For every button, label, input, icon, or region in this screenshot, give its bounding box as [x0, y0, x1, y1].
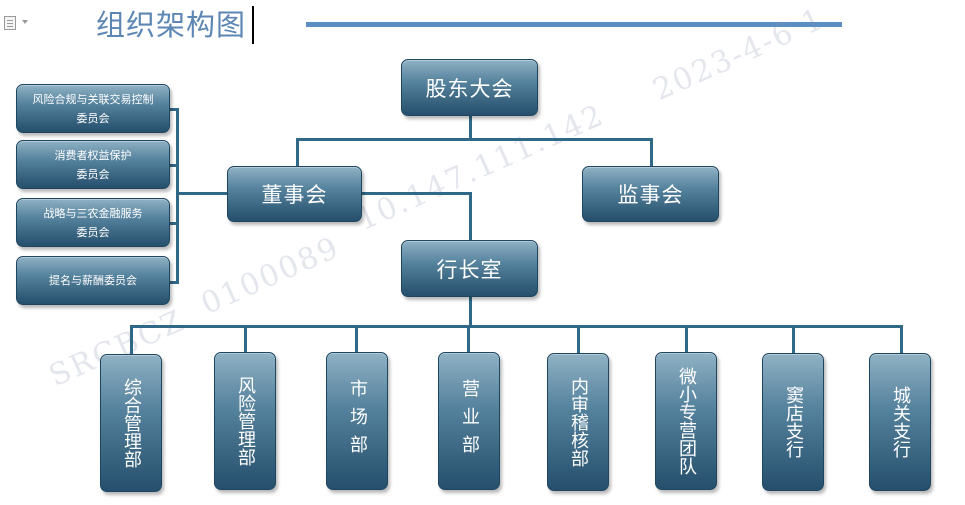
watermark-ip: 10.147.111.142	[352, 97, 610, 238]
node-supervisors: 监事会	[582, 166, 719, 222]
committee-name-line2: 委员会	[76, 167, 110, 181]
node-department: 市场部	[326, 352, 388, 490]
connector-to-board	[296, 138, 299, 168]
committee-name-line2: 委员会	[76, 225, 110, 239]
node-committee: 风险合规与关联交易控制 委员会	[16, 84, 170, 133]
connector-committee-2	[168, 164, 179, 167]
connector-top-bar	[296, 138, 652, 141]
connector-dept-7	[792, 325, 795, 355]
node-department: 微小专营团队	[655, 352, 717, 490]
connector-committee-spine	[176, 108, 179, 284]
node-department: 内审稽核部	[547, 353, 609, 491]
committee-name-line1: 战略与三农金融服务	[43, 206, 143, 220]
connector-dept-8	[900, 325, 903, 355]
node-committee: 消费者权益保护 委员会	[16, 140, 170, 189]
connector-to-president	[469, 192, 472, 240]
committee-name-line1: 风险合规与关联交易控制	[32, 92, 154, 106]
connector-president-down	[469, 296, 472, 327]
connector-committee-4	[168, 281, 179, 284]
node-board: 董事会	[227, 166, 362, 222]
watermark-date: 2023-4-6 1	[648, 1, 830, 108]
node-committee: 战略与三农金融服务 委员会	[16, 198, 170, 247]
connector-committees-to-board	[176, 192, 230, 195]
committee-name-line1: 提名与薪酬委员会	[49, 274, 137, 287]
connector-dept-3	[355, 325, 358, 355]
connector-to-supervisors	[650, 138, 653, 168]
document-icon[interactable]	[4, 16, 16, 30]
connector-dept-4	[467, 325, 470, 355]
watermark-code: 0100089	[196, 229, 346, 322]
chevron-down-icon[interactable]	[22, 20, 28, 24]
committee-name-line1: 消费者权益保护	[54, 148, 132, 162]
node-committee: 提名与薪酬委员会	[16, 256, 170, 305]
connector-dept-1	[130, 325, 133, 355]
connector-shareholders-down	[469, 115, 472, 139]
title-divider	[306, 22, 842, 27]
connector-committee-3	[168, 222, 179, 225]
connector-dept-2	[244, 325, 247, 355]
connector-dept-5	[577, 325, 580, 355]
node-shareholders: 股东大会	[401, 59, 538, 116]
node-department: 综合管理部	[100, 354, 162, 492]
node-department: 营业部	[438, 352, 500, 490]
connector-dept-6	[685, 325, 688, 355]
node-president-office: 行长室	[401, 240, 538, 297]
node-department: 窦店支行	[762, 353, 824, 491]
committee-name-line2: 委员会	[76, 111, 110, 125]
node-department: 风险管理部	[214, 352, 276, 490]
connector-board-right	[361, 192, 472, 195]
page-title: 组织架构图	[96, 8, 247, 42]
connector-committee-1	[168, 108, 179, 111]
connector-department-bar	[130, 325, 903, 328]
text-cursor	[252, 6, 254, 44]
node-department: 城关支行	[869, 353, 931, 491]
